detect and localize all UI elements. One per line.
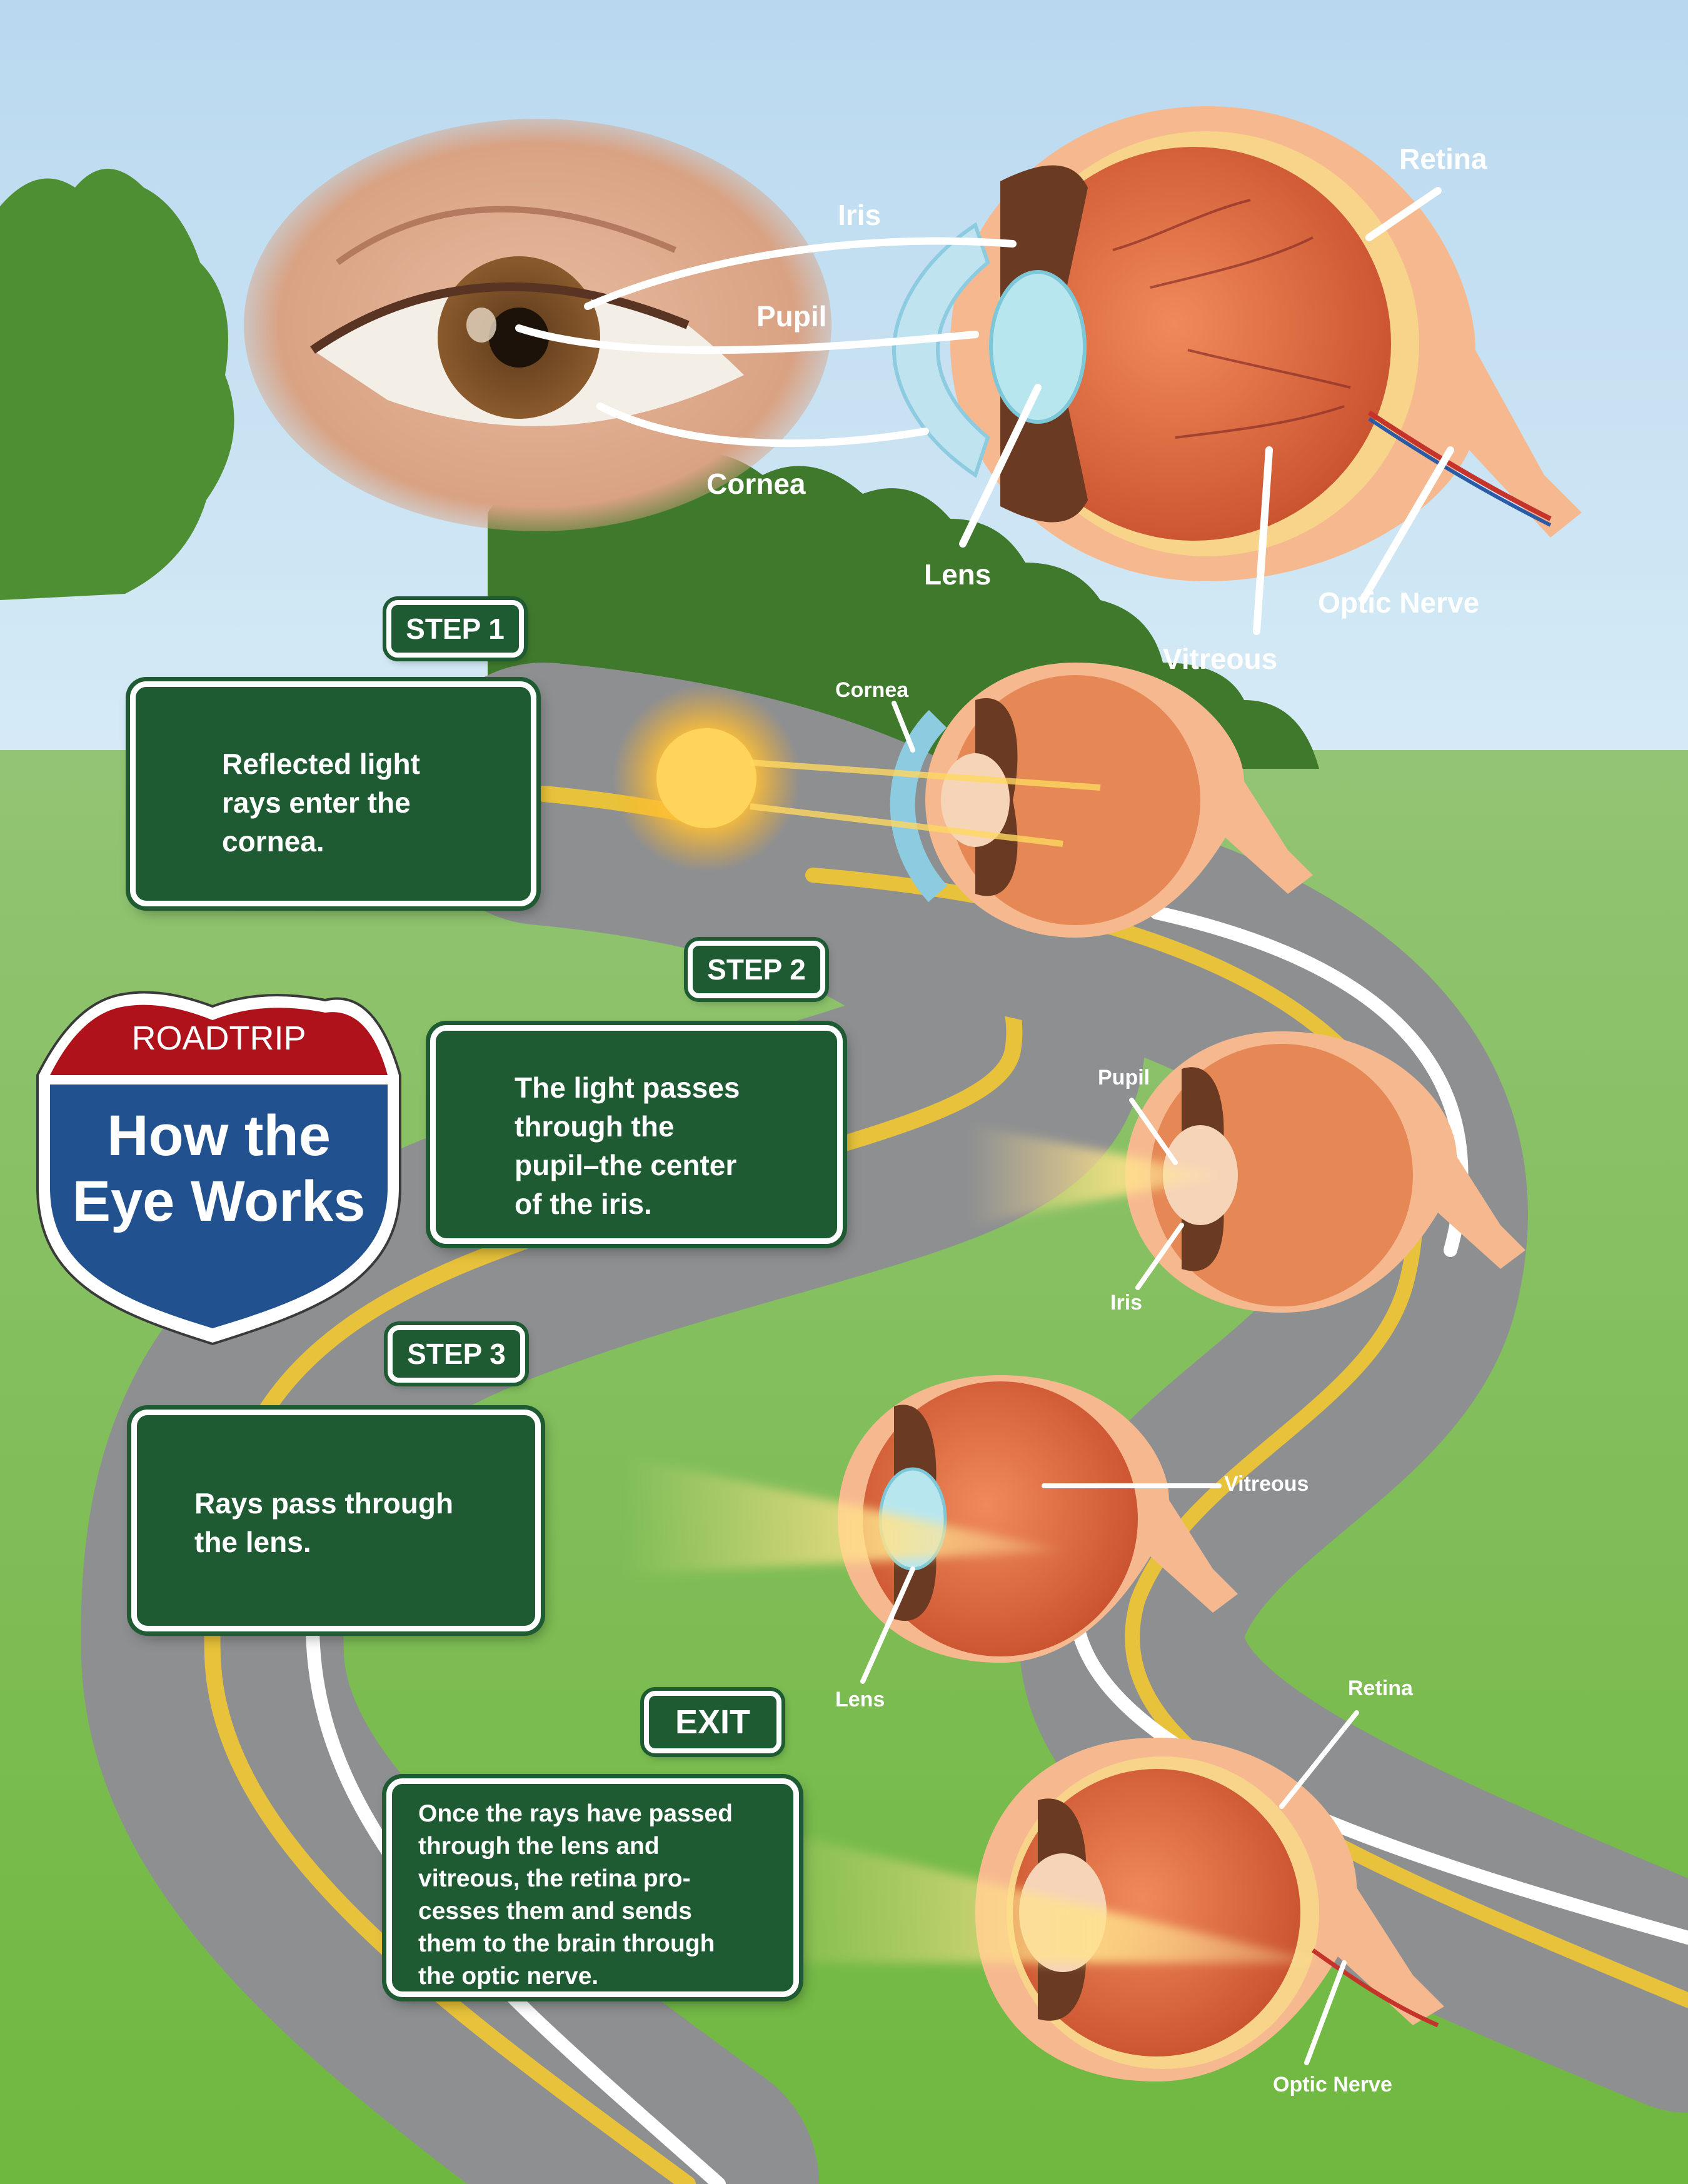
exit-tag: EXIT — [644, 1691, 781, 1753]
step2-label-iris: Iris — [1110, 1291, 1142, 1315]
roadtrip-shield — [36, 991, 401, 1346]
step1-label-cornea: Cornea — [835, 678, 909, 702]
label-lens: Lens — [924, 558, 991, 591]
step3-eye — [625, 1375, 1238, 1663]
step2-tag: STEP 2 — [688, 941, 825, 998]
main-eye-diagram — [892, 106, 1582, 581]
step2-sign: The light passes through the pupil–the c… — [430, 1025, 843, 1244]
step2-text: The light passes through the pupil–the c… — [515, 1071, 740, 1220]
step3-tag: STEP 3 — [388, 1325, 525, 1383]
exit-eye — [750, 1738, 1444, 2081]
step2-eye — [969, 1031, 1525, 1313]
label-iris: Iris — [838, 199, 881, 231]
label-pupil: Pupil — [756, 300, 826, 333]
external-eye — [244, 119, 831, 531]
shield-title-line2: Eye Works — [72, 1170, 366, 1233]
shield-top-text: ROADTRIP — [131, 1019, 306, 1057]
label-optic-nerve: Optic Nerve — [1318, 586, 1479, 619]
step3-label-vitreous: Vitreous — [1224, 1472, 1309, 1496]
tree-left — [0, 169, 234, 600]
step1-tag: STEP 1 — [386, 600, 524, 658]
pointer-lines — [515, 187, 1454, 2065]
shield-title-line1: How the — [107, 1104, 331, 1168]
step3-sign: Rays pass through the lens. — [131, 1410, 541, 1631]
label-vitreous: Vitreous — [1163, 643, 1277, 675]
step1-text: Reflected light rays enter the cornea. — [222, 748, 420, 858]
exit-text: Once the rays have passed through the le… — [418, 1800, 733, 1990]
step1-sign: Reflected light rays enter the cornea. — [130, 681, 536, 906]
step3-label-lens: Lens — [835, 1688, 885, 1711]
step3-text: Rays pass through the lens. — [194, 1487, 454, 1558]
step2-label-pupil: Pupil — [1098, 1066, 1150, 1089]
label-retina: Retina — [1399, 143, 1487, 175]
exit-sign: Once the rays have passed through the le… — [386, 1778, 799, 1997]
exit-label-optic-nerve: Optic Nerve — [1273, 2073, 1392, 2096]
exit-label-retina: Retina — [1348, 1676, 1414, 1700]
label-cornea: Cornea — [706, 468, 806, 500]
step1-eye — [750, 663, 1313, 938]
